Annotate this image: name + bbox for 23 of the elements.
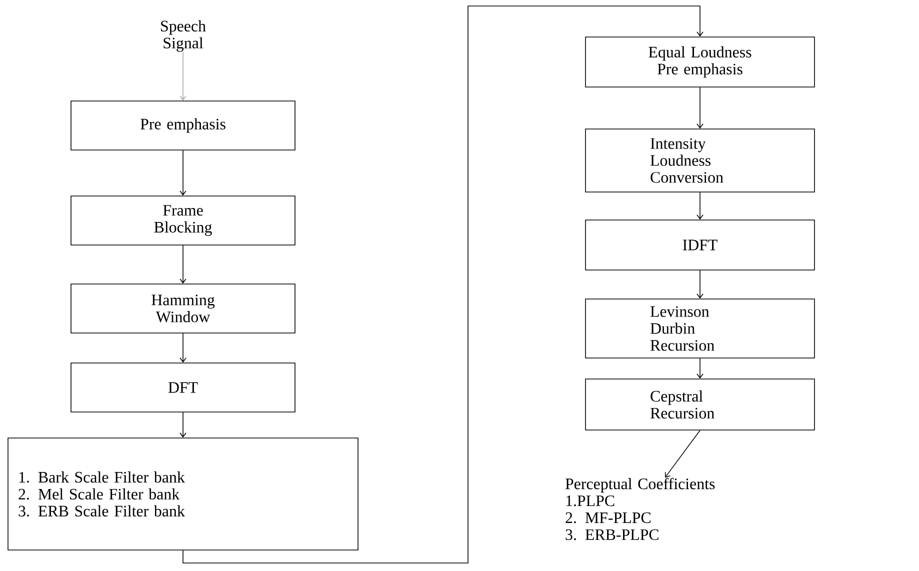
process-box: Cepstral Recursion <box>585 378 815 430</box>
arrow <box>696 86 704 129</box>
process-box: Hamming Window <box>70 284 296 334</box>
arrow <box>664 430 700 478</box>
output-list: Perceptual Coefficients 1.PLPC 2. MF-PLPC 3. ERB-PLPC <box>565 478 715 540</box>
arrow <box>180 52 186 101</box>
arrow <box>696 192 704 220</box>
process-box: Levinson Durbin Recursion <box>585 298 815 358</box>
process-box: 1. Bark Scale Filter bank 2. Mel Scale Filter bank 3. ERB Scale Filter bank <box>8 438 358 550</box>
arrow <box>696 270 704 299</box>
process-box: Frame Blocking <box>70 196 296 246</box>
process-box: Equal Loudness Pre emphasis <box>585 36 815 88</box>
process-box: Pre emphasis <box>70 100 296 150</box>
arrow <box>180 412 186 438</box>
arrow <box>696 358 704 379</box>
label-text: Speech Signal <box>161 20 206 52</box>
arrow <box>180 244 186 284</box>
arrow <box>182 6 704 564</box>
process-box: Intensity Loudness Conversion <box>585 128 815 192</box>
process-box: IDFT <box>585 220 815 270</box>
arrow <box>180 150 186 196</box>
process-box: DFT <box>70 362 296 412</box>
arrow <box>180 332 186 363</box>
